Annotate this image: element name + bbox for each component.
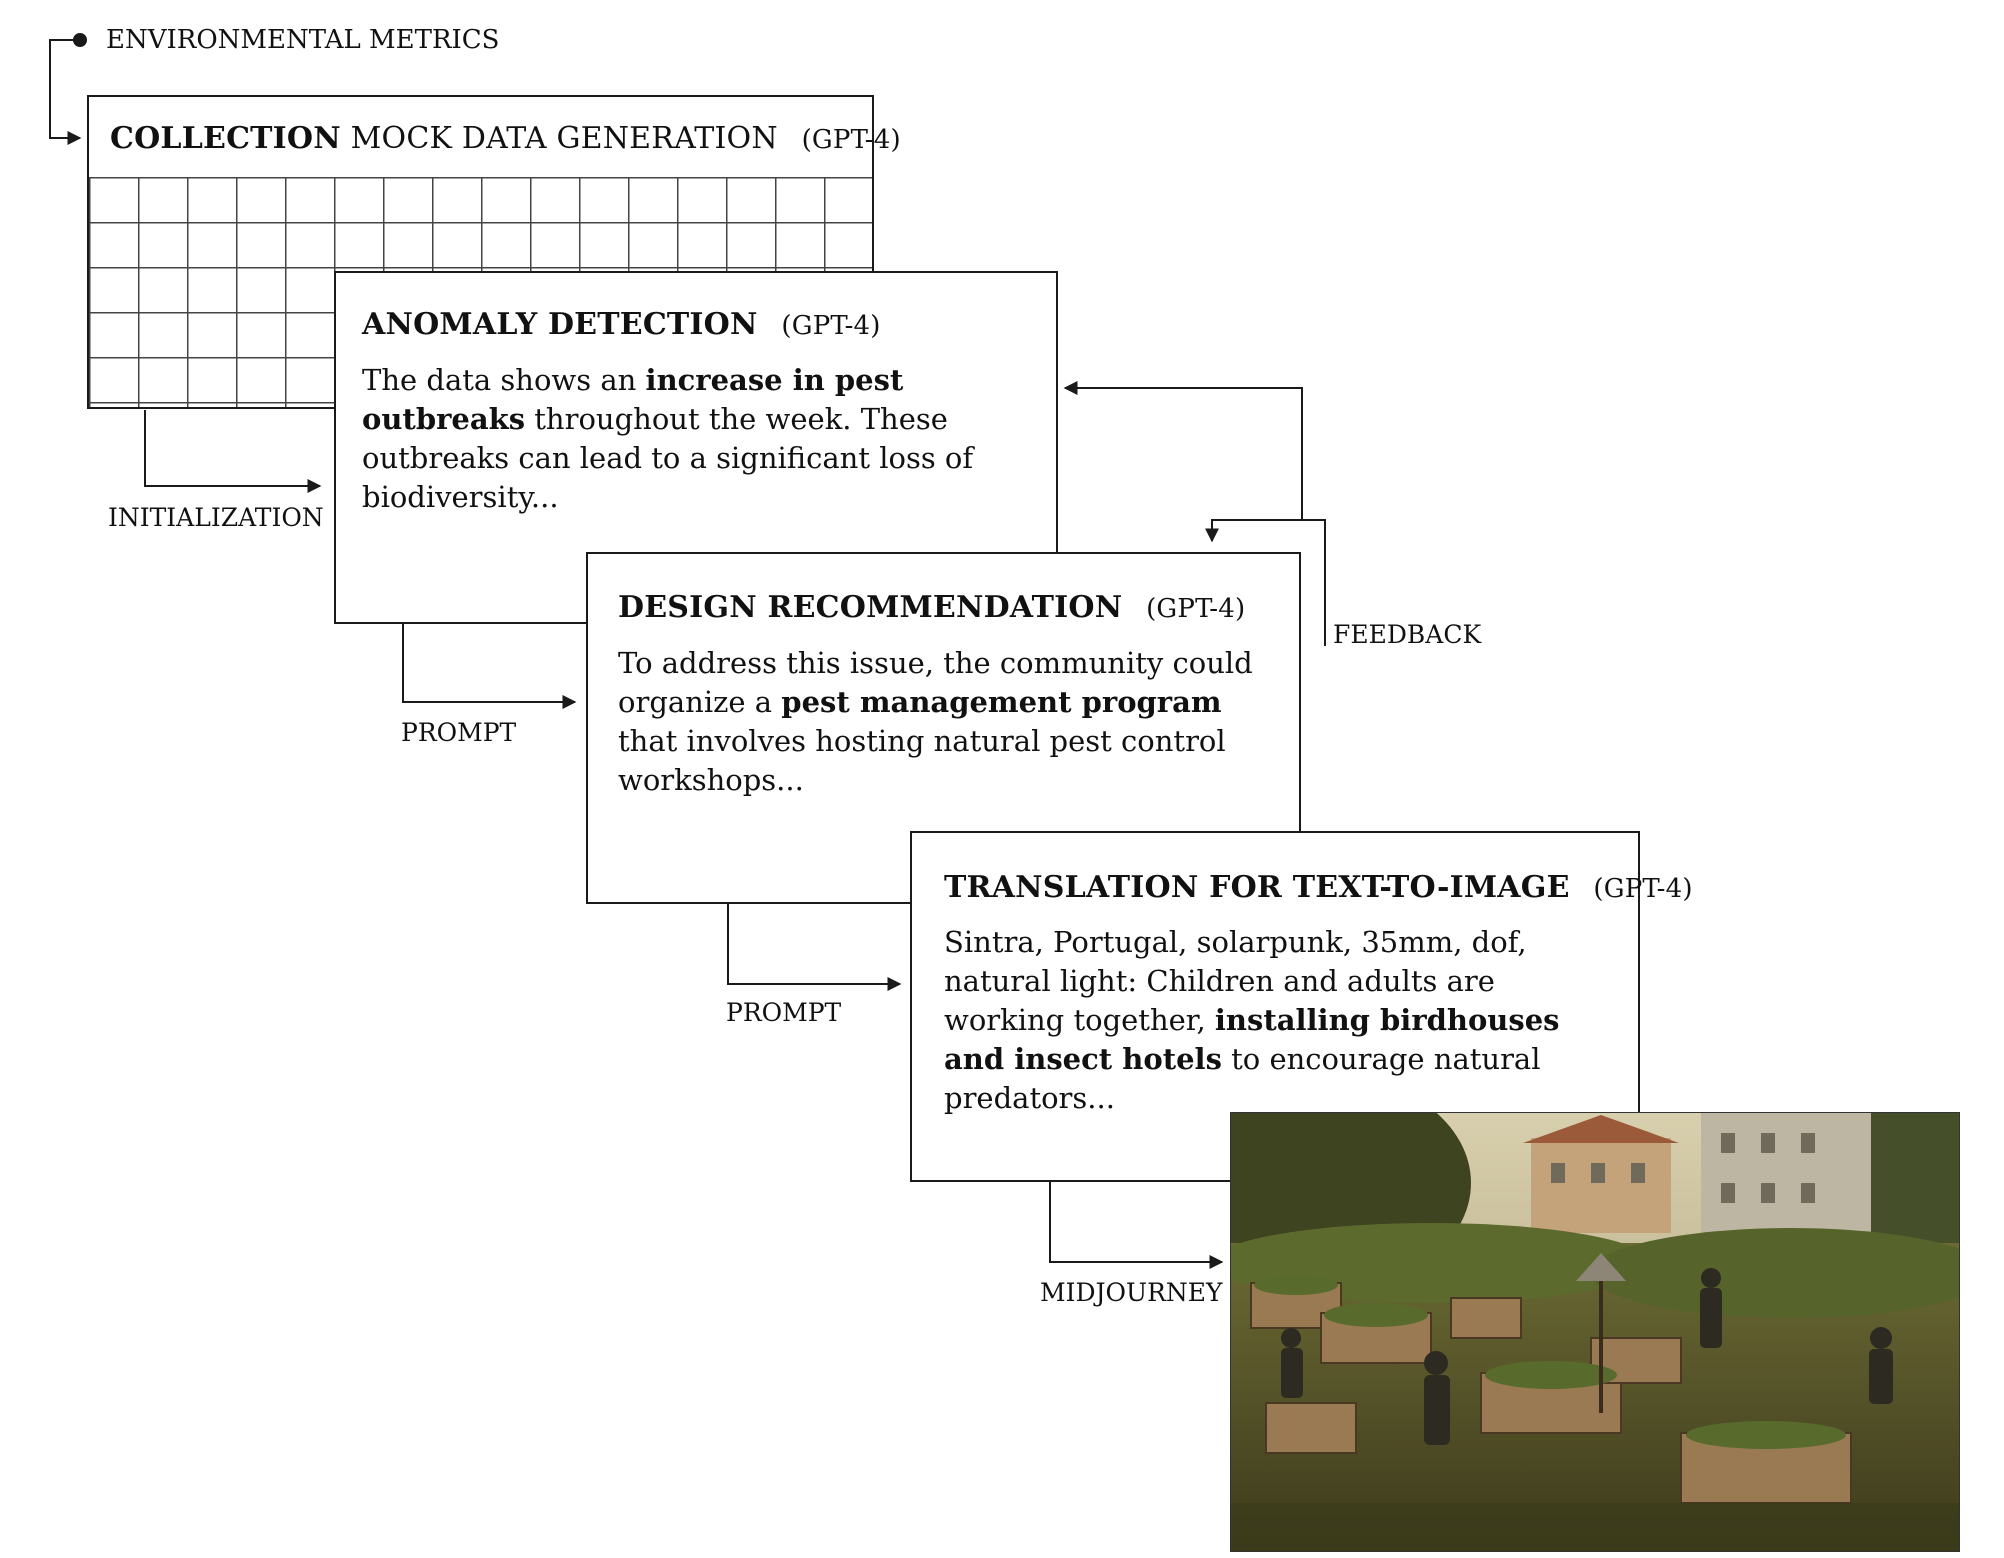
image-person-2 [1700,1288,1722,1348]
prompt-label-2: PROMPT [726,998,842,1027]
feedback-label: FEEDBACK [1333,620,1482,649]
prompt-label-1: PROMPT [401,718,517,747]
feedback-arrow-to-design [1205,519,1326,646]
prompt-arrow-1 [402,623,577,709]
anomaly-model: (GPT-4) [781,311,881,341]
image-person-3 [1869,1349,1893,1404]
image-person-4 [1281,1348,1303,1398]
anomaly-title-text: ANOMALY DETECTION [362,307,758,342]
anomaly-text-part-2: throughout the week. These outbreaks can… [362,402,974,514]
translation-text: Sintra, Portugal, solarpunk, 35mm, dof, … [944,923,1624,1118]
image-apartment [1701,1113,1871,1233]
initialization-arrow [144,410,322,493]
anomaly-title: ANOMALY DETECTION (GPT-4) [362,307,881,342]
environmental-metrics-label: ENVIRONMENTAL METRICS [106,25,500,55]
image-roof [1523,1115,1679,1143]
collection-title-rest: MOCK DATA GENERATION [350,121,778,156]
translation-text-part-1: Sintra, Portugal, solarpunk, 35mm, dof, … [944,925,1527,1037]
design-text-part-1: To address this issue, the community cou… [618,646,1253,719]
design-title: DESIGN RECOMMENDATION (GPT-4) [618,590,1245,625]
design-text-emphasis: pest management program [781,685,1222,719]
image-person-1 [1424,1375,1450,1445]
collection-title-bold: COLLECTION [110,121,341,156]
initialization-label: INITIALIZATION [108,503,324,532]
design-text: To address this issue, the community cou… [618,644,1268,800]
design-text-part-2: that involves hosting natural pest contr… [618,724,1226,797]
prompt-arrow-2 [727,902,902,991]
translation-title: TRANSLATION FOR TEXT-TO-IMAGE (GPT-4) [944,870,1693,905]
design-title-text: DESIGN RECOMMENDATION [618,590,1123,625]
translation-title-text: TRANSLATION FOR TEXT-TO-IMAGE [944,870,1570,905]
anomaly-text: The data shows an increase in pest outbr… [362,361,982,517]
anomaly-text-part-1: The data shows an [362,363,646,397]
collection-model: (GPT-4) [801,125,901,155]
translation-model: (GPT-4) [1593,874,1693,904]
anomaly-text-emphasis: increase in pest outbreaks [362,363,904,436]
midjourney-label: MIDJOURNEY [1040,1278,1223,1307]
translation-text-emphasis: installing birdhouses and insect hotels [944,1003,1560,1076]
generated-garden-image [1230,1112,1960,1552]
image-house [1531,1138,1671,1233]
design-model: (GPT-4) [1146,594,1246,624]
collection-title: COLLECTION MOCK DATA GENERATION (GPT-4) [110,121,901,156]
translation-text-part-2: to encourage natural predators... [944,1042,1541,1115]
image-bed-3 [1450,1297,1522,1339]
metrics-arrow [49,39,82,145]
midjourney-arrow [1049,1182,1224,1269]
image-bed-6 [1265,1402,1357,1454]
feedback-arrow-to-anomaly [1063,381,1303,520]
image-birdhouse [1576,1253,1626,1281]
garden-image-drawing [1231,1113,1959,1551]
